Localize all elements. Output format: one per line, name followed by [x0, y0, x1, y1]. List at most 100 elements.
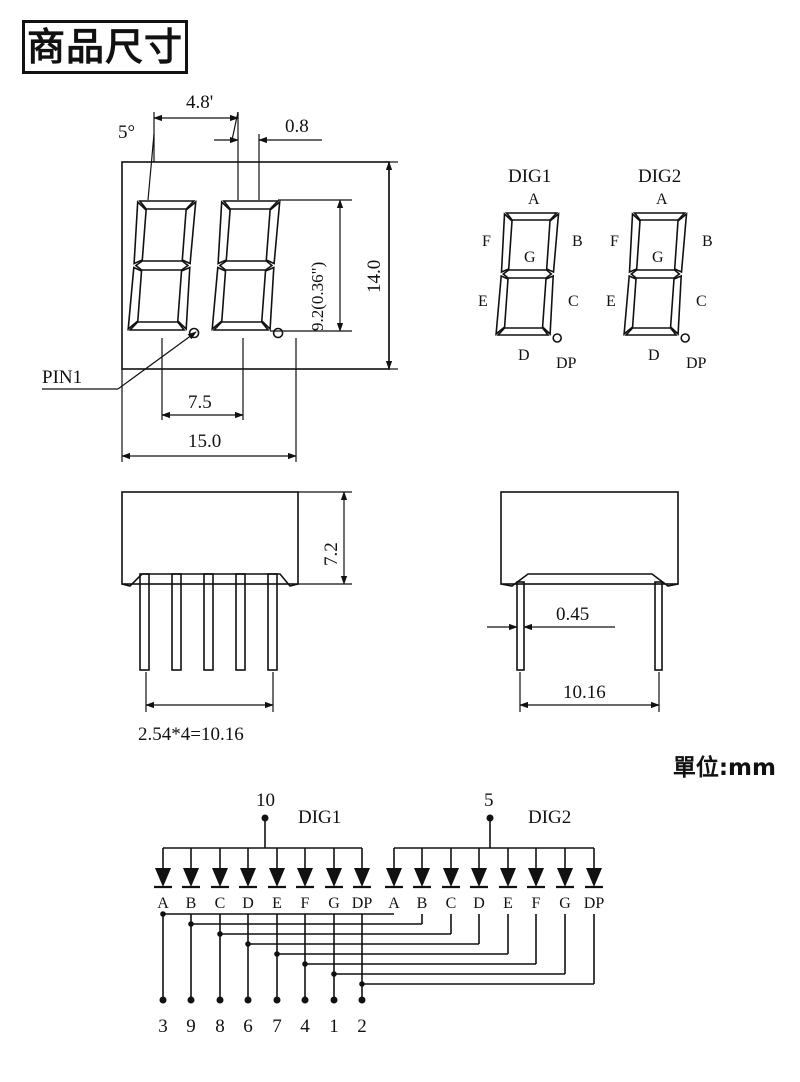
segment-label: DP: [584, 895, 605, 912]
led-diode: [471, 868, 487, 887]
seg-width-label: 0.8: [285, 116, 309, 137]
page-title: 商品尺寸: [26, 25, 183, 69]
segment-g: [630, 269, 681, 279]
led-diode: [326, 868, 342, 887]
segment-f: [217, 200, 231, 265]
side-pitch-label: 2.54*4=10.16: [138, 724, 244, 745]
segment-label: E: [272, 895, 282, 912]
pitch-label: 4.8': [186, 92, 213, 113]
pin-node: [244, 996, 252, 1004]
segment-a: [138, 200, 196, 210]
segment-label: D: [473, 895, 485, 912]
segment-a: [222, 200, 280, 210]
segment-label: B: [417, 895, 428, 912]
dig1-label-g: G: [524, 249, 536, 266]
dig1-common-pin: 10: [256, 790, 275, 811]
led-diode: [557, 868, 573, 887]
led-diode: [297, 868, 313, 887]
segment-label: G: [559, 895, 571, 912]
segment-g: [218, 260, 274, 271]
dig2-label-d: D: [648, 347, 660, 364]
dig2-label-b: B: [702, 233, 713, 250]
digit-height-label: 9.2(0.36"): [308, 262, 327, 331]
segment-g: [134, 260, 190, 271]
pin-node: [187, 996, 195, 1004]
side-view: 7.2 2.54*4=10.16: [121, 491, 352, 745]
segment-label: F: [532, 895, 541, 912]
segment-c: [669, 274, 683, 336]
side-pin: [267, 573, 278, 671]
segment-d: [212, 321, 270, 331]
segment-d: [496, 327, 550, 336]
segment-d: [128, 321, 186, 331]
pin-node: [301, 996, 309, 1004]
pin-number: 2: [357, 1016, 367, 1037]
decimal-point: [680, 333, 691, 343]
segment-d: [624, 327, 678, 336]
decimal-point: [552, 333, 563, 343]
led-diode: [586, 868, 602, 887]
segment-label: E: [503, 895, 513, 912]
segment-b: [265, 200, 281, 265]
dig2-common-pin: 5: [484, 790, 494, 811]
led-diode: [183, 868, 199, 887]
thickness-label: 0.45: [556, 604, 589, 625]
front-view: 5° 4.8' 0.8 9.2(0.36") 14.0 PIN1 7.5: [42, 92, 398, 462]
pin1-leader: [117, 331, 197, 390]
dig2-label-a: A: [656, 191, 668, 208]
dig1-circuit-label: DIG1: [298, 807, 341, 828]
led-diode: [500, 868, 516, 887]
segment-b: [181, 200, 197, 265]
dig1-title: DIG1: [508, 166, 551, 187]
side-pins: [139, 573, 278, 671]
segment-label: D: [242, 895, 254, 912]
dig1-label-d: D: [518, 347, 530, 364]
end-pin-left: [516, 581, 525, 671]
segment-c: [176, 266, 191, 331]
led-diode: [240, 868, 256, 887]
segment-a: [632, 212, 687, 221]
pin-number: 9: [186, 1016, 196, 1037]
end-pin-right: [654, 581, 663, 671]
row-spacing-label: 10.16: [563, 682, 606, 703]
side-height-label: 7.2: [321, 542, 342, 566]
segment-label: C: [215, 895, 226, 912]
decimal-point: [272, 327, 284, 339]
dig1-common-node: [261, 814, 269, 822]
segment-e: [623, 274, 637, 336]
led-diode: [354, 868, 370, 887]
pin-number: 1: [329, 1016, 339, 1037]
side-pin: [139, 573, 150, 671]
pin-node: [159, 996, 167, 1004]
pin-number: 4: [300, 1016, 310, 1037]
angle-line: [147, 133, 155, 201]
pin-node: [330, 996, 338, 1004]
pin-number: 8: [215, 1016, 225, 1037]
dig2-circuit-label: DIG2: [528, 807, 571, 828]
end-body: [500, 491, 679, 585]
segment-a: [504, 212, 559, 221]
segment-g: [502, 269, 553, 279]
body-width-label: 15.0: [188, 431, 221, 452]
segment-label: B: [186, 895, 197, 912]
segment-c: [260, 266, 275, 331]
segment-e: [127, 266, 143, 331]
dig2-label-e: E: [606, 293, 616, 310]
dig1-label-dp: DP: [556, 355, 577, 372]
segment-b: [673, 212, 688, 274]
pin-number: 6: [243, 1016, 253, 1037]
side-pin: [235, 573, 246, 671]
dig2-label-g: G: [652, 249, 664, 266]
dig1-label-e: E: [478, 293, 488, 310]
segment-f: [500, 212, 513, 274]
segment-label: C: [446, 895, 457, 912]
led-diode: [528, 868, 544, 887]
pitch-ext-right2: [231, 111, 239, 141]
segment-f: [628, 212, 641, 274]
dig1-label-f: F: [482, 233, 491, 250]
circuit-body: [154, 814, 603, 1000]
body-height-label: 14.0: [364, 260, 385, 293]
